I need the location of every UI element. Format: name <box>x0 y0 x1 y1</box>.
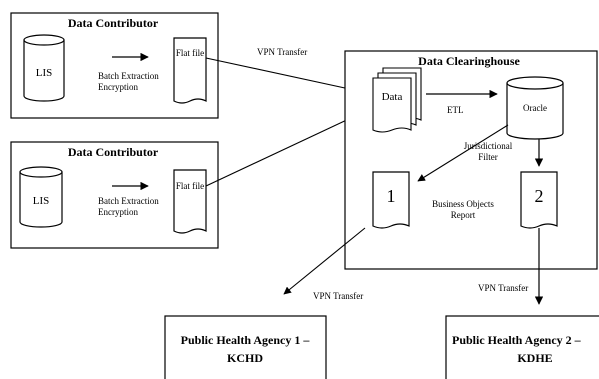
lis-database-icon <box>19 166 63 228</box>
contributor-1-title: Data Contributor <box>68 16 159 30</box>
clearinghouse-title: Data Clearinghouse <box>418 54 520 68</box>
report-2-icon <box>520 171 558 229</box>
flat-file-icon <box>173 169 207 234</box>
batch-extraction-label: Batch Extraction <box>98 196 159 206</box>
agency-1-code: KCHD <box>227 351 263 365</box>
data-clearinghouse: Data Clearinghouse Data ETL Oracle Juris… <box>344 50 598 270</box>
public-health-agency-2: Public Health Agency 2 – KDHE <box>445 315 599 379</box>
agency-1-box <box>164 315 327 379</box>
agency-2-code: KDHE <box>517 351 552 365</box>
data-label: Data <box>382 91 403 103</box>
vpn-transfer-arrow-2 <box>205 109 369 187</box>
lis-label: LIS <box>36 67 53 79</box>
contributor-2-title: Data Contributor <box>68 145 159 159</box>
etl-label: ETL <box>447 105 464 115</box>
encryption-label: Encryption <box>98 82 138 92</box>
agency-2-name: Public Health Agency 2 – <box>452 333 582 347</box>
data-contributor-1: Data Contributor LIS Batch Extraction En… <box>10 12 219 119</box>
encryption-label: Encryption <box>98 207 138 217</box>
lis-label: LIS <box>33 195 50 207</box>
oracle-database-icon <box>506 76 564 140</box>
vpn-transfer-arrow-1 <box>205 57 369 96</box>
vpn-transfer-label-top: VPN Transfer <box>257 47 307 57</box>
filter-arrow-to-report-1 <box>417 124 509 182</box>
report-1-icon <box>372 171 410 229</box>
vpn-transfer-arrow-agency-1 <box>283 227 366 295</box>
flat-file-icon <box>173 37 207 104</box>
agency-2-box <box>445 315 599 379</box>
report-2-number: 2 <box>535 186 544 206</box>
jurisdictional-filter-label: Jurisdictional <box>464 141 513 151</box>
data-contributor-2: Data Contributor LIS Batch Extraction En… <box>10 141 219 249</box>
report-1-number: 1 <box>387 186 396 206</box>
oracle-label: Oracle <box>523 103 547 113</box>
flat-file-label: Flat file <box>176 48 204 58</box>
data-documents-icon <box>372 67 422 133</box>
report-label: Report <box>451 210 476 220</box>
lis-database-icon <box>23 34 65 102</box>
batch-extraction-label: Batch Extraction <box>98 71 159 81</box>
filter-label: Filter <box>478 152 498 162</box>
vpn-transfer-label-left: VPN Transfer <box>313 291 363 301</box>
vpn-transfer-label-right: VPN Transfer <box>478 283 528 293</box>
agency-1-name: Public Health Agency 1 – <box>181 333 311 347</box>
public-health-agency-1: Public Health Agency 1 – KCHD <box>164 315 327 379</box>
business-objects-label: Business Objects <box>432 199 494 209</box>
flat-file-label: Flat file <box>176 181 204 191</box>
